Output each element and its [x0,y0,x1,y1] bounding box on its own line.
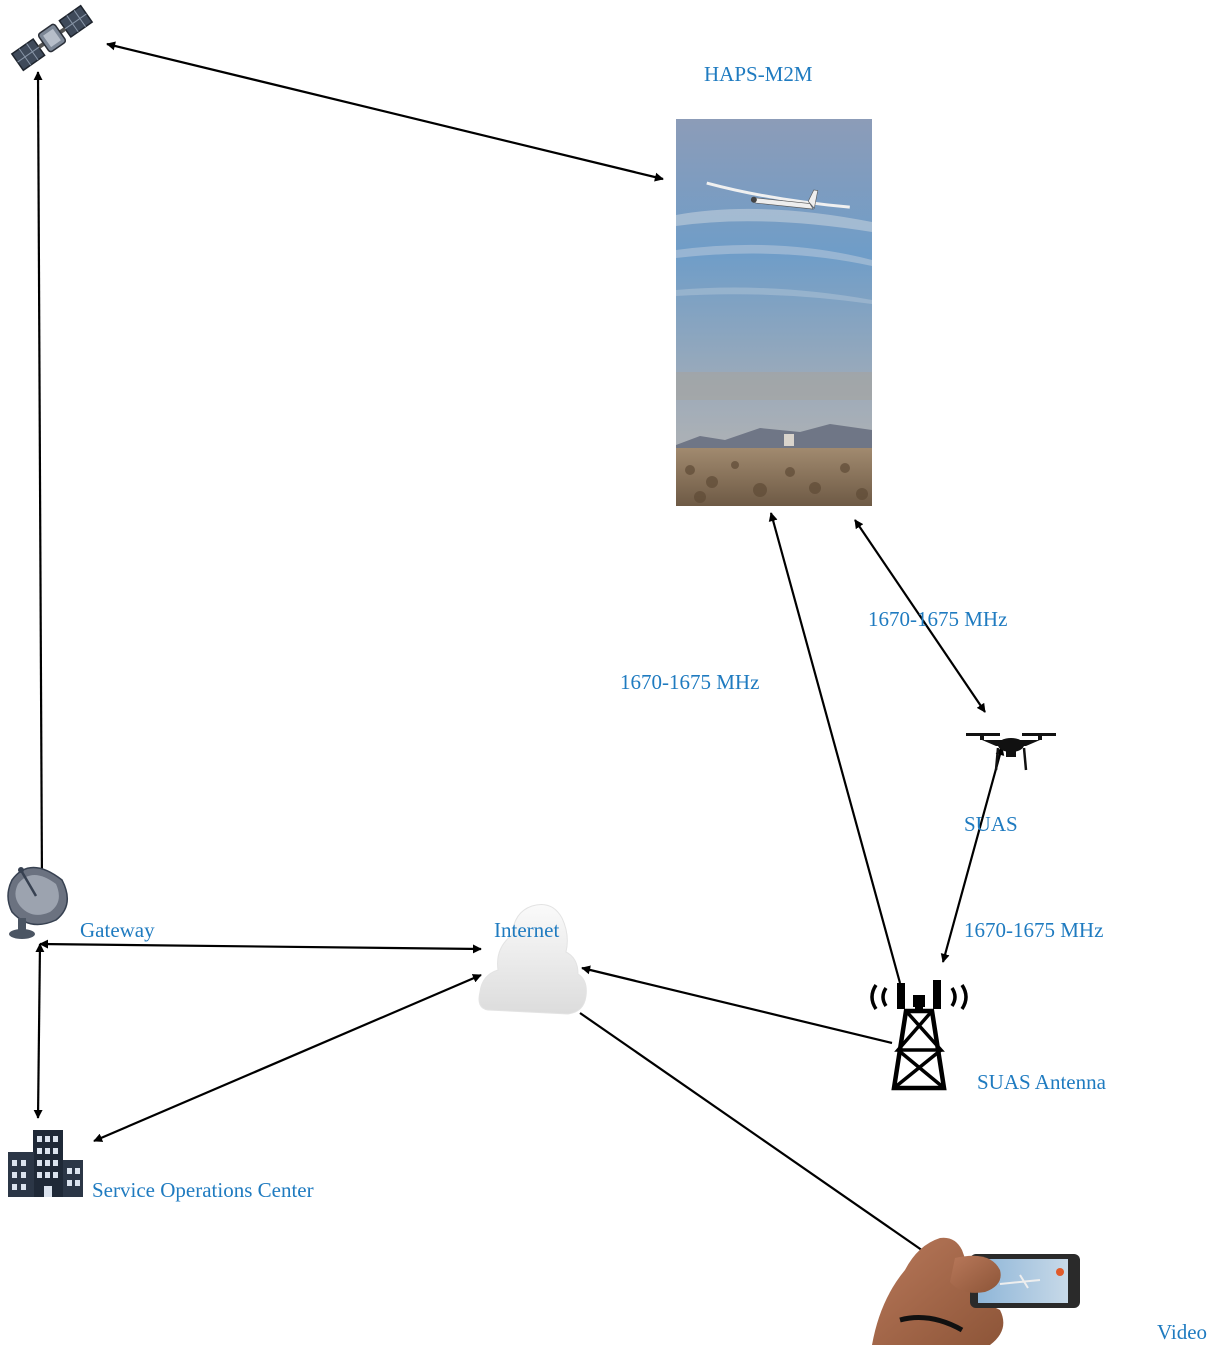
link-soc-internet [94,975,481,1141]
satellite-icon [11,5,92,71]
haps-aircraft-photo [676,119,872,506]
link-gateway-soc [38,944,40,1118]
frequency-label-suas-antenna: 1670-1675 MHz [964,918,1103,942]
haps-label: HAPS-M2M [704,62,813,86]
satellite-dish-icon [8,867,67,939]
video-label: Video [1157,1320,1207,1344]
gateway-label: Gateway [80,918,155,942]
link-gateway-internet [40,944,481,949]
link-satellite-gateway [38,72,42,887]
link-satellite-haps [107,44,663,179]
frequency-label-haps-suas: 1670-1675 MHz [868,607,1007,631]
frequency-label-antenna-haps: 1670-1675 MHz [620,670,759,694]
drone-icon [966,733,1056,770]
cell-tower-icon [872,980,966,1088]
suas-antenna-label: SUAS Antenna [977,1070,1106,1094]
link-antenna-internet [582,968,892,1043]
smartphone-video-photo [872,1238,1080,1345]
suas-label: SUAS [964,812,1018,836]
internet-label: Internet [494,918,559,942]
link-antenna-haps [771,513,900,983]
office-building-icon [8,1130,83,1197]
service-operations-center-label: Service Operations Center [92,1178,314,1202]
